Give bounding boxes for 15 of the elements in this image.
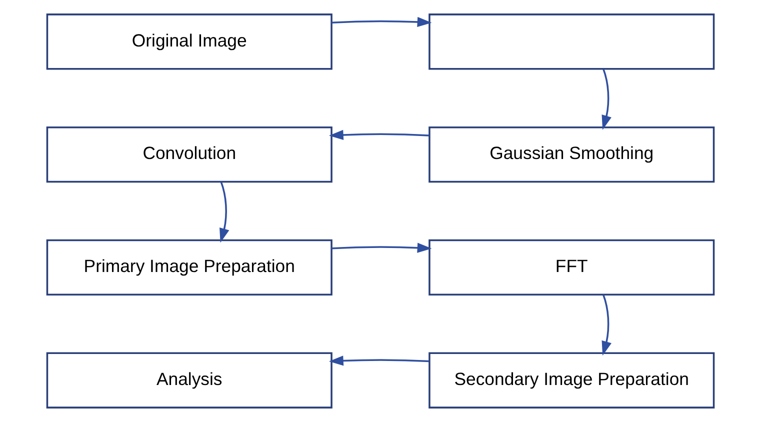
node-box: Original Image [46,13,332,70]
node-box: Gaussian Smoothing [428,126,715,182]
arrow [332,16,432,27]
node-box: Primary Image Preparation [46,238,332,296]
arrow [328,129,430,140]
arrow [328,355,430,366]
arrow [602,294,612,356]
arrow [332,242,432,252]
node-box [428,13,715,70]
arrow [602,68,612,130]
arrow [220,181,230,242]
node-box: Convolution [46,126,332,182]
node-box: FFT [428,238,715,296]
node-box: Analysis [46,352,332,408]
node-box: Secondary Image Preparation [428,352,715,408]
